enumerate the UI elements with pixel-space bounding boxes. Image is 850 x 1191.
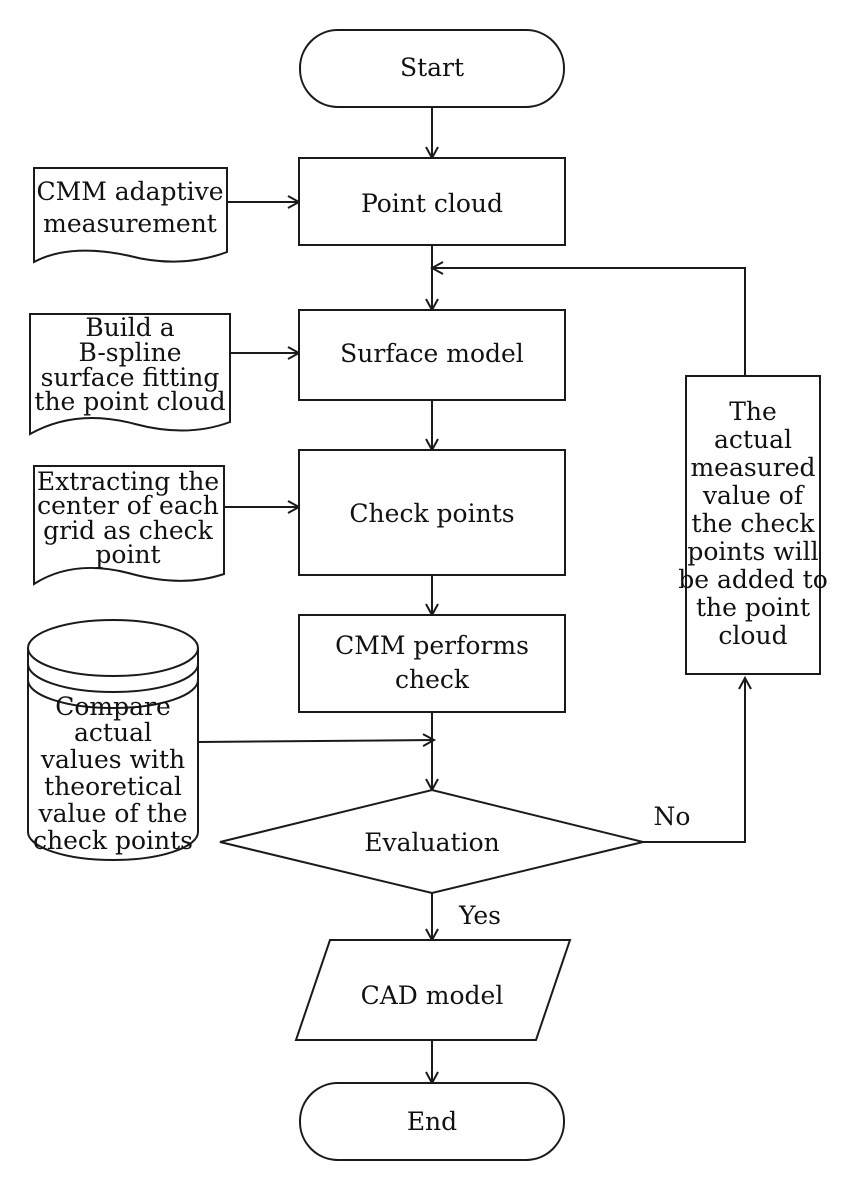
extract-line: center of each — [37, 491, 219, 520]
point-cloud-node: Point cloud — [298, 157, 566, 246]
cmm-measurement-line: measurement — [43, 209, 217, 238]
bspline-line: B-spline — [78, 338, 181, 367]
surface-model-node: Surface model — [298, 309, 566, 401]
extract-document: Extracting the center of each grid as ch… — [33, 465, 225, 586]
feedback-line: measured — [690, 453, 815, 482]
compare-line: values with — [40, 745, 185, 774]
feedback-line: the check — [692, 509, 816, 538]
feedback-line: cloud — [718, 621, 787, 650]
feedback-line: the point — [696, 593, 810, 622]
feedback-line: actual — [714, 425, 792, 454]
feedback-line: be added to — [678, 565, 828, 594]
point-cloud-label: Point cloud — [361, 189, 503, 218]
cmm-check-line: CMM performs — [335, 631, 529, 660]
cad-model-node: CAD model — [294, 939, 572, 1041]
check-points-node: Check points — [298, 449, 566, 576]
compare-line: value of the — [37, 799, 187, 828]
check-points-label: Check points — [349, 499, 514, 528]
yes-branch-label: Yes — [458, 901, 501, 930]
extract-line: point — [95, 540, 160, 569]
arrow-feedback-to-main-flow — [432, 268, 746, 376]
start-node: Start — [299, 29, 565, 108]
arrow-compare-to-main-flow — [197, 740, 434, 742]
feedback-box: The actual measured value of the check p… — [678, 375, 828, 675]
bspline-line: the point cloud — [34, 387, 225, 416]
compare-line: check points — [33, 826, 193, 855]
evaluation-decision: Evaluation — [219, 788, 644, 895]
compare-line: Compare — [55, 692, 171, 721]
compare-line: actual — [74, 718, 152, 747]
feedback-line: value of — [702, 481, 805, 510]
feedback-line: points will — [687, 537, 818, 566]
compare-database: Compare actual values with theoretical v… — [27, 619, 199, 861]
bspline-line: surface fitting — [41, 363, 220, 392]
compare-line: theoretical — [44, 772, 182, 801]
start-label: Start — [400, 53, 464, 82]
end-label: End — [407, 1107, 457, 1136]
cmm-check-line: check — [395, 665, 470, 694]
no-branch-label: No — [654, 802, 691, 831]
arrow-evaluation-no-to-feedback — [643, 678, 745, 843]
bspline-document: Build a B-spline surface fitting the poi… — [29, 313, 231, 436]
evaluation-label: Evaluation — [364, 828, 499, 857]
cmm-measurement-line: CMM adaptive — [36, 177, 223, 206]
feedback-line: The — [729, 397, 777, 426]
cmm-measurement-document: CMM adaptive measurement — [33, 167, 228, 264]
extract-line: grid as check — [43, 516, 213, 545]
end-node: End — [299, 1082, 565, 1161]
connectors — [197, 107, 746, 1083]
cad-model-label: CAD model — [361, 981, 504, 1010]
cmm-check-node: CMM performs check — [298, 614, 566, 713]
extract-line: Extracting the — [37, 467, 219, 496]
surface-model-label: Surface model — [340, 339, 524, 368]
bspline-line: Build a — [85, 313, 174, 342]
